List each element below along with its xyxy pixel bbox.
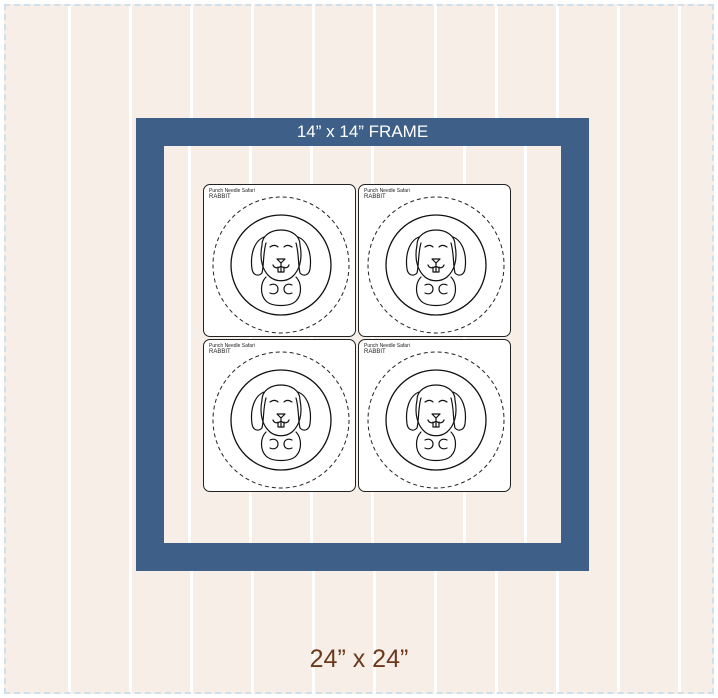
overall-size-label: 24” x 24” <box>0 645 718 674</box>
frame-label: 14” x 14” FRAME <box>136 118 589 146</box>
pattern-card: Punch Needle Safari RABBIT <box>358 339 511 492</box>
pattern-card: Punch Needle Safari RABBIT <box>203 339 356 492</box>
pattern-card: Punch Needle Safari RABBIT <box>358 184 511 337</box>
pattern-card: Punch Needle Safari RABBIT <box>203 184 356 337</box>
